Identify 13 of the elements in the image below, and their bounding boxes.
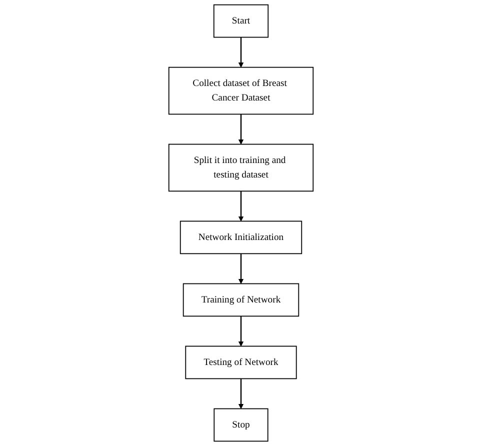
node-box: Training of Network [182, 283, 299, 317]
arrow [238, 37, 244, 68]
arrow [238, 378, 244, 409]
arrow [238, 114, 244, 144]
node-box: Collect dataset of Breast Cancer Dataset [168, 66, 314, 115]
arrow [238, 254, 244, 284]
arrow [238, 316, 244, 346]
arrow [238, 191, 244, 222]
node-box: Network Initialization [179, 220, 302, 254]
node-box: Split it into training and testing dataset [168, 144, 314, 192]
node-box: Stop [213, 408, 268, 442]
node-box: Testing of Network [184, 346, 296, 380]
node-box: Start [212, 4, 268, 38]
